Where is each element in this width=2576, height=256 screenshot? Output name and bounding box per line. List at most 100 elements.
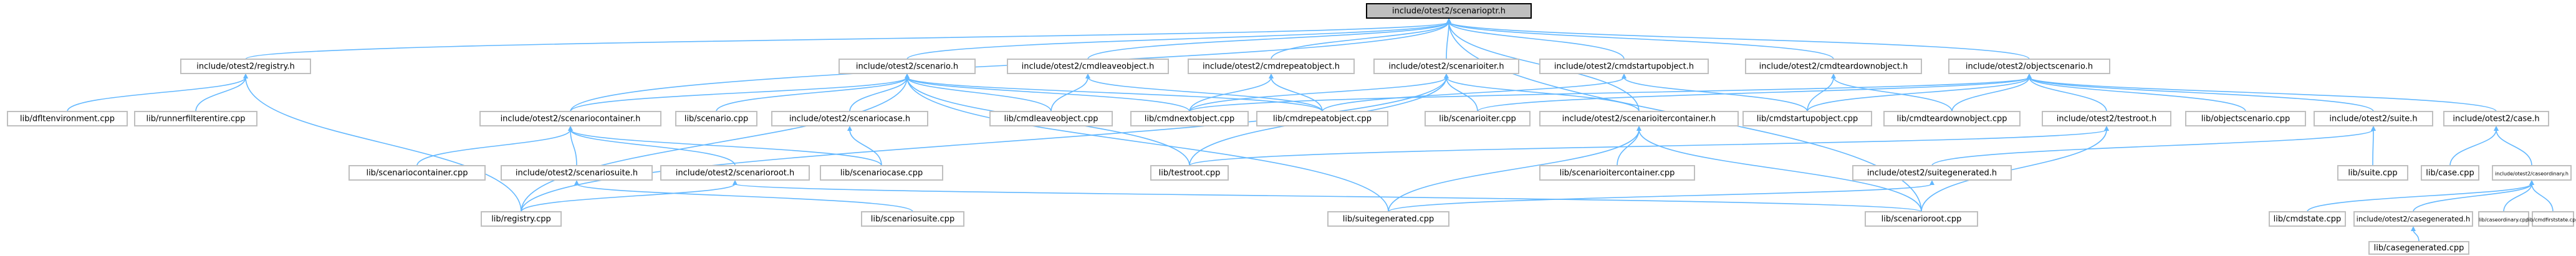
node-casegenerated-cpp[interactable]: lib/casegenerated.cpp — [2368, 241, 2469, 255]
node-cmdstartupobject-h[interactable]: include/otest2/cmdstartupobject.h — [1539, 59, 1709, 74]
node-scenariocontainer-h[interactable]: include/otest2/scenariocontainer.h — [479, 111, 661, 126]
node-objectscenario-h[interactable]: include/otest2/objectscenario.h — [1948, 59, 2110, 74]
node-label: include/otest2/scenariocase.h — [789, 115, 910, 124]
node-registry-cpp[interactable]: lib/registry.cpp — [481, 211, 562, 227]
node-runnerfilterentire-cpp[interactable]: lib/runnerfilterentire.cpp — [134, 111, 257, 126]
node-caseordinary-h[interactable]: include/otest2/caseordinary.h — [2492, 165, 2572, 181]
node-casegenerated-h[interactable]: include/otest2/casegenerated.h — [2353, 211, 2473, 227]
node-box — [1327, 211, 1449, 227]
node-scenario-cpp[interactable]: lib/scenario.cpp — [675, 111, 757, 126]
node-scenarioroot-h[interactable]: include/otest2/scenarioroot.h — [660, 165, 810, 181]
node-label: include/otest2/cmdteardownobject.h — [1759, 62, 1908, 72]
node-box — [2421, 165, 2479, 181]
edge-scenariocase_h-to-scenariocase_cpp — [849, 129, 882, 166]
node-label: include/otest2/scenariosuite.h — [516, 169, 638, 178]
edge-scenarioitercontainer_h-to-scenarioroot_cpp — [1638, 129, 1922, 212]
node-box — [2368, 241, 2469, 255]
edge-scenariocontainer_h-to-scenariosuite_h — [570, 129, 577, 166]
node-label: lib/suitegenerated.cpp — [1343, 215, 1435, 224]
node-cmdstate-cpp[interactable]: lib/cmdstate.cpp — [2269, 211, 2346, 227]
nodes-layer: include/otest2/scenarioptr.h include/otes… — [7, 3, 2576, 255]
edge-suitegenerated_h-to-suitegenerated_cpp — [1388, 183, 1933, 212]
node-testroot-h[interactable]: include/otest2/testroot.h — [2042, 111, 2171, 126]
node-label: include/otest2/registry.h — [196, 62, 294, 72]
node-box — [1539, 165, 1695, 181]
node-objectscenario-cpp[interactable]: lib/objectscenario.cpp — [2185, 111, 2306, 126]
edge-objectscenario_h-to-objectscenario_cpp — [2029, 77, 2246, 112]
edge-arrowhead-scenarioroot_h-to-registry_cpp — [733, 180, 738, 185]
node-suite-h[interactable]: include/otest2/suite.h — [2314, 111, 2433, 126]
node-scenariocontainer-cpp[interactable]: lib/scenariocontainer.cpp — [348, 165, 486, 181]
node-cmdteardownobject-cpp[interactable]: lib/cmdteardownobject.cpp — [1883, 111, 2021, 126]
edge-objectscenario_h-to-scenarioiter_cpp — [1477, 77, 2030, 112]
node-scenarioitercontainer-cpp[interactable]: lib/scenarioitercontainer.cpp — [1539, 165, 1695, 181]
node-box — [1256, 111, 1388, 126]
node-box — [2532, 211, 2574, 227]
node-label: lib/scenario.cpp — [685, 115, 748, 124]
node-cmdteardownobject-h[interactable]: include/otest2/cmdteardownobject.h — [1745, 59, 1922, 74]
node-box — [1865, 211, 1978, 227]
node-suitegenerated-h[interactable]: include/otest2/suitegenerated.h — [1852, 165, 2012, 181]
node-box — [1188, 59, 1355, 74]
node-scenarioiter-cpp[interactable]: lib/scenarioiter.cpp — [1425, 111, 1531, 126]
edge-case_h-to-case_cpp — [2449, 129, 2497, 166]
node-cmdleaveobject-cpp[interactable]: lib/cmdleaveobject.cpp — [989, 111, 1113, 126]
node-dfltenvironment-cpp[interactable]: lib/dfltenvironment.cpp — [7, 111, 128, 126]
node-box — [2269, 211, 2346, 227]
node-testroot-cpp[interactable]: lib/testroot.cpp — [1150, 165, 1229, 181]
edge-caseordinary_h-to-caseordinary_cpp — [2503, 183, 2532, 212]
node-case-cpp[interactable]: lib/case.cpp — [2421, 165, 2479, 181]
node-label: include/otest2/cmdleaveobject.h — [1022, 62, 1155, 72]
edge-arrowhead-caseordinary_h-to-cmdfirststate_cpp — [2529, 180, 2534, 185]
edge-cmdteardownobject_h-to-cmdstartupobject_cpp — [1807, 77, 1834, 112]
node-case-h[interactable]: include/otest2/case.h — [2443, 111, 2549, 126]
node-suite-cpp[interactable]: lib/suite.cpp — [2337, 165, 2408, 181]
node-scenario-h[interactable]: include/otest2/scenario.h — [839, 59, 976, 74]
node-scenarioiter-h[interactable]: include/otest2/scenarioiter.h — [1373, 59, 1519, 74]
node-box — [501, 165, 653, 181]
node-root[interactable]: include/otest2/scenarioptr.h — [1366, 3, 1532, 19]
node-cmdstartupobject-cpp[interactable]: lib/cmdstartupobject.cpp — [1742, 111, 1872, 126]
node-cmdrepeatobject-cpp[interactable]: lib/cmdrepeatobject.cpp — [1256, 111, 1388, 126]
edge-cmdleaveobject_h-to-cmdrepeatobject_cpp — [1087, 77, 1323, 112]
node-box — [1742, 111, 1872, 126]
edge-root-to-scenario_h — [906, 21, 1449, 60]
edge-scenariocontainer_h-to-scenariocase_cpp — [570, 129, 882, 166]
edge-arrowhead-scenariosuite_h-to-scenariosuite_cpp — [574, 180, 579, 185]
node-cmdfirststate-cpp[interactable]: lib/cmdfirststate.cpp — [2527, 211, 2576, 227]
node-box — [839, 59, 976, 74]
node-box — [771, 111, 928, 126]
edge-scenario_h-to-suitegenerated_cpp — [906, 77, 1389, 212]
edge-registry_h-to-runnerfilterentire_cpp — [195, 77, 246, 112]
node-registry-h[interactable]: include/otest2/registry.h — [180, 59, 311, 74]
node-scenarioitercontainer-h[interactable]: include/otest2/scenarioitercontainer.h — [1539, 111, 1739, 126]
node-label: include/otest2/casegenerated.h — [2357, 215, 2471, 224]
node-caseordinary-cpp[interactable]: lib/caseordinary.cpp — [2478, 211, 2529, 227]
node-scenariosuite-h[interactable]: include/otest2/scenariosuite.h — [501, 165, 653, 181]
node-box — [1948, 59, 2110, 74]
node-label: include/otest2/scenarioptr.h — [1392, 7, 1506, 16]
node-label: include/otest2/scenarioiter.h — [1388, 62, 1504, 72]
node-suitegenerated-cpp[interactable]: lib/suitegenerated.cpp — [1327, 211, 1449, 227]
edge-scenariosuite_h-to-scenariosuite_cpp — [576, 183, 913, 212]
node-box — [1366, 3, 1532, 19]
edge-objectscenario_h-to-case_h — [2029, 77, 2497, 112]
node-scenariocase-h[interactable]: include/otest2/scenariocase.h — [771, 111, 928, 126]
node-box — [180, 59, 311, 74]
node-box — [861, 211, 964, 227]
node-cmdnextobject-cpp[interactable]: lib/cmdnextobject.cpp — [1130, 111, 1249, 126]
node-label: include/otest2/case.h — [2453, 115, 2539, 124]
node-scenarioroot-cpp[interactable]: lib/scenarioroot.cpp — [1865, 211, 1978, 227]
edge-root-to-cmdrepeatobject_h — [1271, 21, 1449, 60]
edge-root-to-scenarioiter_h — [1446, 21, 1449, 60]
node-box — [1883, 111, 2021, 126]
node-box — [820, 165, 943, 181]
edge-cmdrepeatobject_h-to-cmdrepeatobject_cpp — [1271, 77, 1323, 112]
node-box — [1150, 165, 1229, 181]
node-scenariocase-cpp[interactable]: lib/scenariocase.cpp — [820, 165, 943, 181]
node-cmdleaveobject-h[interactable]: include/otest2/cmdleaveobject.h — [1007, 59, 1169, 74]
edge-caseordinary_h-to-casegenerated_h — [2413, 183, 2532, 212]
node-scenariosuite-cpp[interactable]: lib/scenariosuite.cpp — [861, 211, 964, 227]
node-cmdrepeatobject-h[interactable]: include/otest2/cmdrepeatobject.h — [1188, 59, 1355, 74]
